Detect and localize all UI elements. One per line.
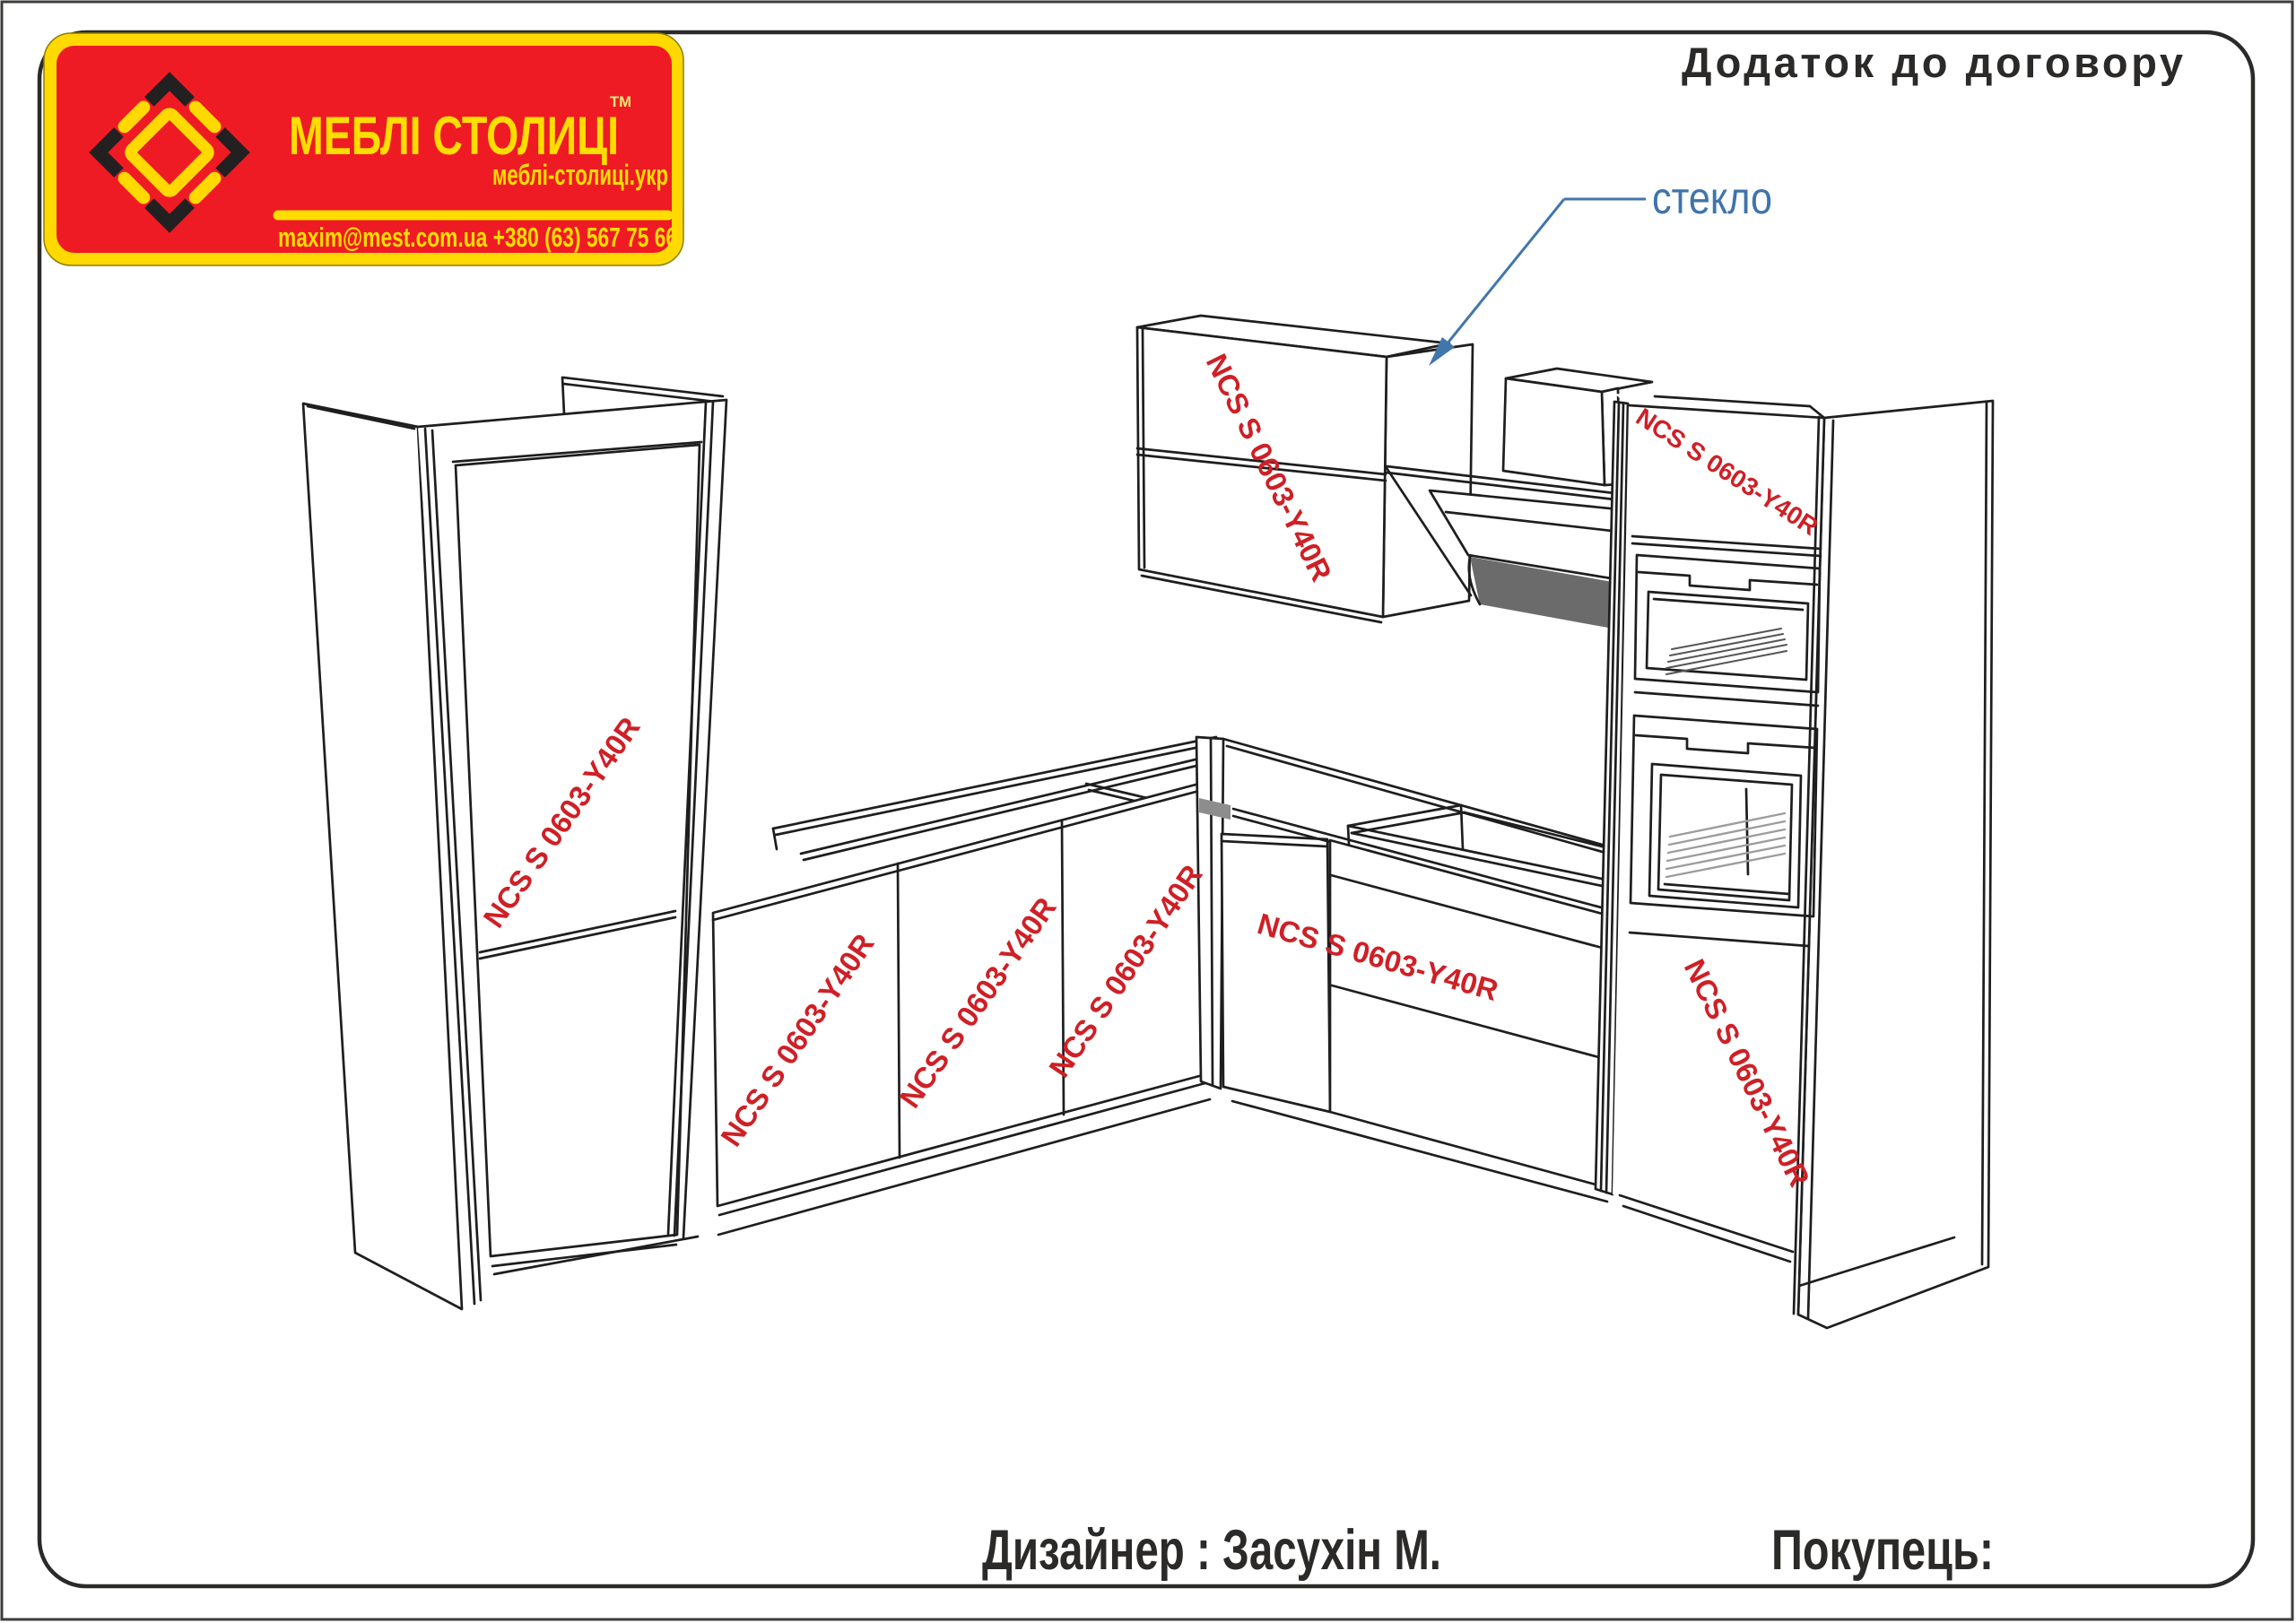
svg-text:ТМ: ТМ bbox=[610, 93, 631, 110]
svg-text:меблі-столиці.укр: меблі-столиці.укр bbox=[492, 159, 668, 191]
svg-text:Додаток до договору: Додаток до договору bbox=[1682, 39, 2183, 86]
svg-text:МЕБЛІ СТОЛИЦІ: МЕБЛІ СТОЛИЦІ bbox=[289, 106, 619, 166]
svg-text:стекло: стекло bbox=[1652, 173, 1772, 223]
svg-text:Дизайнер : Засухін М.: Дизайнер : Засухін М. bbox=[982, 1519, 1441, 1582]
svg-text:Покупець:: Покупець: bbox=[1771, 1519, 1994, 1582]
svg-text:maxim@mest.com.ua +380 (63) 5: maxim@mest.com.ua +380 (63) 567 75 66 bbox=[278, 221, 677, 253]
